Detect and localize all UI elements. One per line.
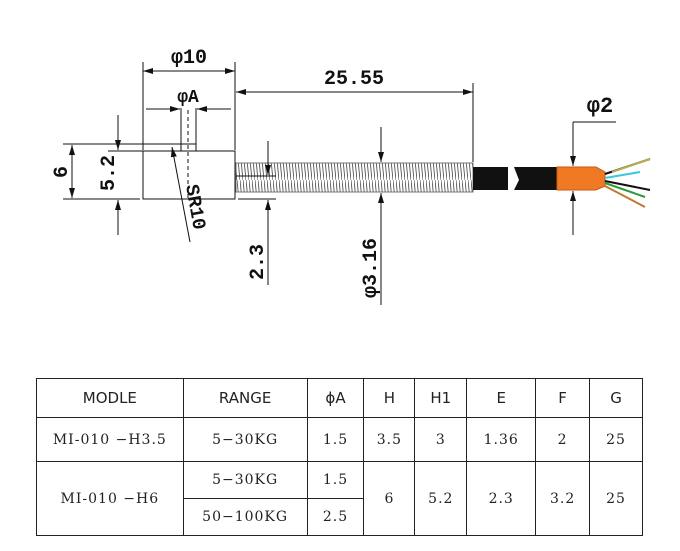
cell-h: 6 xyxy=(363,461,416,536)
cell-range: 5−30KG xyxy=(182,461,308,499)
cell-phia: 2.5 xyxy=(306,498,365,536)
table-row: MI-010 −H6 5−30KG 1.5 6 5.2 2.3 3.2 25 xyxy=(36,461,643,536)
threaded-rod xyxy=(235,162,474,193)
header-h1: H1 xyxy=(414,378,468,418)
cell-f: 2 xyxy=(535,417,591,462)
cell-g: 25 xyxy=(589,417,643,462)
header-phia: ϕA xyxy=(306,378,365,418)
cell-phia: 1.5 xyxy=(306,417,365,462)
header-model: MODLE xyxy=(36,378,184,418)
wires xyxy=(604,158,651,208)
dim-thread-offset: 2.3 xyxy=(247,244,270,280)
cell-e: 2.3 xyxy=(466,461,537,536)
cell-f: 3.2 xyxy=(535,461,591,536)
cell-e: 1.36 xyxy=(466,417,537,462)
orange-sleeve xyxy=(556,166,606,191)
sensor-body xyxy=(142,150,236,200)
table-row: MI-010 −H3.5 5−30KG 1.5 3.5 3 1.36 2 25 xyxy=(36,417,643,462)
cable xyxy=(473,167,508,190)
cell-range: 50−100KG xyxy=(182,498,308,536)
dim-thread-diameter: φ3.16 xyxy=(360,238,383,298)
header-h: H xyxy=(363,378,416,418)
cell-range: 5−30KG xyxy=(182,417,308,462)
header-e: E xyxy=(466,378,537,418)
dim-body-diameter: φ10 xyxy=(171,47,207,70)
cell-g: 25 xyxy=(589,461,643,536)
cell-h1: 3 xyxy=(414,417,468,462)
dim-height-body: 5.2 xyxy=(98,155,121,191)
table-header-row: MODLE RANGE ϕA H H1 E F G xyxy=(36,378,643,418)
cell-h1: 5.2 xyxy=(414,461,468,536)
sensor-drawing: φ10 φA 25.55 φ2 6 5.2 SR10 2.3 φ3.16 xyxy=(51,47,651,305)
dim-hole-diameter: φA xyxy=(177,88,199,108)
table-row: 50−100KG 2.5 xyxy=(37,498,643,536)
cell-h: 3.5 xyxy=(363,417,416,462)
cell-model: MI-010 −H3.5 xyxy=(36,417,184,462)
dim-cable-diameter: φ2 xyxy=(587,94,613,119)
header-range: RANGE xyxy=(182,378,308,418)
header-f: F xyxy=(535,378,591,418)
dim-height-total: 6 xyxy=(51,166,74,178)
header-g: G xyxy=(589,378,643,418)
cell-phia: 1.5 xyxy=(306,461,365,499)
dim-rod-length: 25.55 xyxy=(324,68,384,91)
cell-model: MI-010 −H6 xyxy=(36,461,184,536)
spec-table: MODLE RANGE ϕA H H1 E F G MI-010 −H3.5 5… xyxy=(36,378,643,536)
